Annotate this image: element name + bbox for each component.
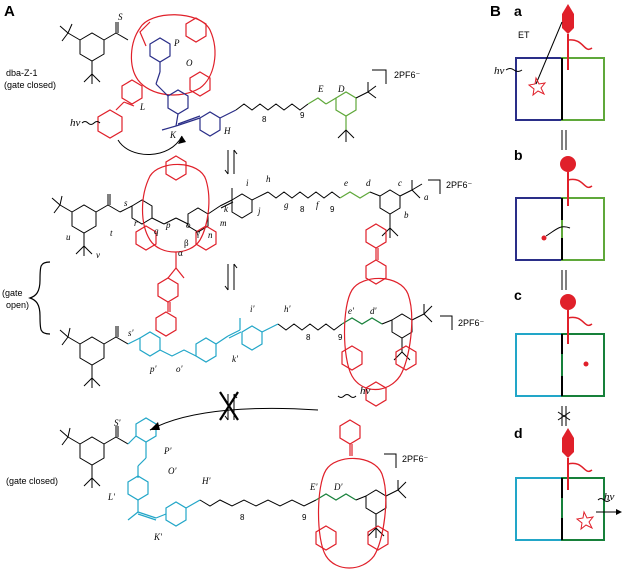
gate-open-brace: [28, 261, 51, 335]
label-alpha: α: [178, 248, 183, 258]
hv-label-b-d: hν: [604, 491, 615, 503]
panel-b-sub-b: b: [514, 147, 523, 163]
label-D-prime: D': [333, 482, 343, 492]
chain-count-9-row1: 9: [300, 111, 305, 120]
chain-count-9-row2: 9: [330, 205, 335, 214]
label-E: E: [317, 84, 324, 94]
panel-a-letter: A: [4, 3, 15, 20]
label-q: q: [154, 226, 159, 236]
panel-b-sub-a: a: [514, 3, 522, 19]
label-s: s: [124, 198, 128, 208]
label-L: L: [139, 102, 145, 112]
label-D: D: [337, 84, 345, 94]
label-k-prime: k': [232, 354, 239, 364]
label-r: r: [134, 218, 138, 228]
label-m: m: [220, 218, 227, 228]
chain-count-9-row4: 9: [302, 513, 307, 522]
molecule-row-1: 8 9 2PF6⁻ hν S P O L K H E D dba-Z-1 (ga…: [4, 12, 421, 155]
et-label: ET: [518, 30, 530, 40]
compound-name: dba-Z-1: [6, 68, 38, 78]
label-S: S: [118, 12, 123, 22]
label-O-prime: O': [168, 466, 177, 476]
label-H: H: [223, 126, 231, 136]
counterion-row4: 2PF6⁻: [402, 454, 429, 464]
gate-closed-label-2: (gate closed): [6, 476, 58, 486]
hv-label-b-a: hν: [494, 65, 505, 77]
label-H-prime: H': [201, 476, 211, 486]
equilibrium-arrow-2: [224, 263, 238, 291]
label-i-prime: i': [250, 304, 256, 314]
label-h-prime: h': [284, 304, 292, 314]
panel-b-letter: B: [490, 3, 501, 20]
molecule-row-4: hν 2PF6⁻ 8 9 S' P' O' L' K' H' E' D' (ga…: [6, 385, 429, 569]
label-d: d: [366, 178, 371, 188]
label-u: u: [66, 232, 71, 242]
chain-count-9-row3: 9: [338, 333, 343, 342]
gate-closed-label-1: (gate closed): [4, 80, 56, 90]
chain-count-8-row1: 8: [262, 115, 267, 124]
molecule-row-2: 2PF6⁻ 8 9 s t u v r q p o n m k j i h g …: [51, 155, 473, 337]
label-t: t: [110, 228, 113, 238]
label-P: P: [173, 38, 180, 48]
gate-open-label-1: (gate: [2, 288, 23, 298]
label-S-prime: S': [114, 418, 122, 428]
label-E-prime: E': [309, 482, 318, 492]
label-i: i: [246, 178, 249, 188]
label-n: n: [208, 230, 213, 240]
label-h: h: [266, 174, 271, 184]
hv-label-row1: hν: [70, 117, 81, 129]
label-p: p: [165, 220, 171, 230]
label-f: f: [316, 200, 320, 210]
label-K-prime: K': [153, 532, 163, 542]
label-P-prime: P': [163, 446, 172, 456]
label-beta: β: [184, 238, 189, 248]
molecule-row-3: 2PF6⁻ 8 9 s' p' o' k' i' h' e' d': [59, 223, 485, 407]
blocked-x: [219, 391, 239, 421]
counterion-row2: 2PF6⁻: [446, 180, 473, 190]
label-o-prime: o': [176, 364, 184, 374]
label-e: e: [344, 178, 348, 188]
label-g: g: [284, 200, 289, 210]
label-b: b: [404, 210, 409, 220]
counterion-row3: 2PF6⁻: [458, 318, 485, 328]
label-j: j: [257, 206, 261, 216]
chain-count-8-row3: 8: [306, 333, 311, 342]
label-gamma: γ: [195, 228, 200, 238]
counterion-row1: 2PF6⁻: [394, 70, 421, 80]
label-e-prime: e': [348, 306, 355, 316]
panel-b-sub-d: d: [514, 425, 523, 441]
label-o: o: [186, 220, 191, 230]
label-s-prime: s': [128, 328, 135, 338]
equilibrium-arrow-1: [224, 149, 238, 175]
chain-count-8-row2: 8: [300, 205, 305, 214]
gate-open-label-2: open): [6, 300, 29, 310]
label-k: k: [224, 204, 229, 214]
label-O: O: [186, 58, 193, 68]
label-v: v: [96, 250, 100, 260]
label-c: c: [398, 178, 402, 188]
label-a: a: [424, 192, 429, 202]
hv-label-row4: hν: [360, 385, 371, 397]
chain-count-8-row4: 8: [240, 513, 245, 522]
label-p-prime: p': [149, 364, 158, 374]
label-L-prime: L': [107, 492, 116, 502]
panel-b: a ET hν b c: [494, 3, 622, 541]
label-K: K: [169, 130, 177, 140]
label-d-prime: d': [370, 306, 378, 316]
panel-b-sub-c: c: [514, 287, 522, 303]
